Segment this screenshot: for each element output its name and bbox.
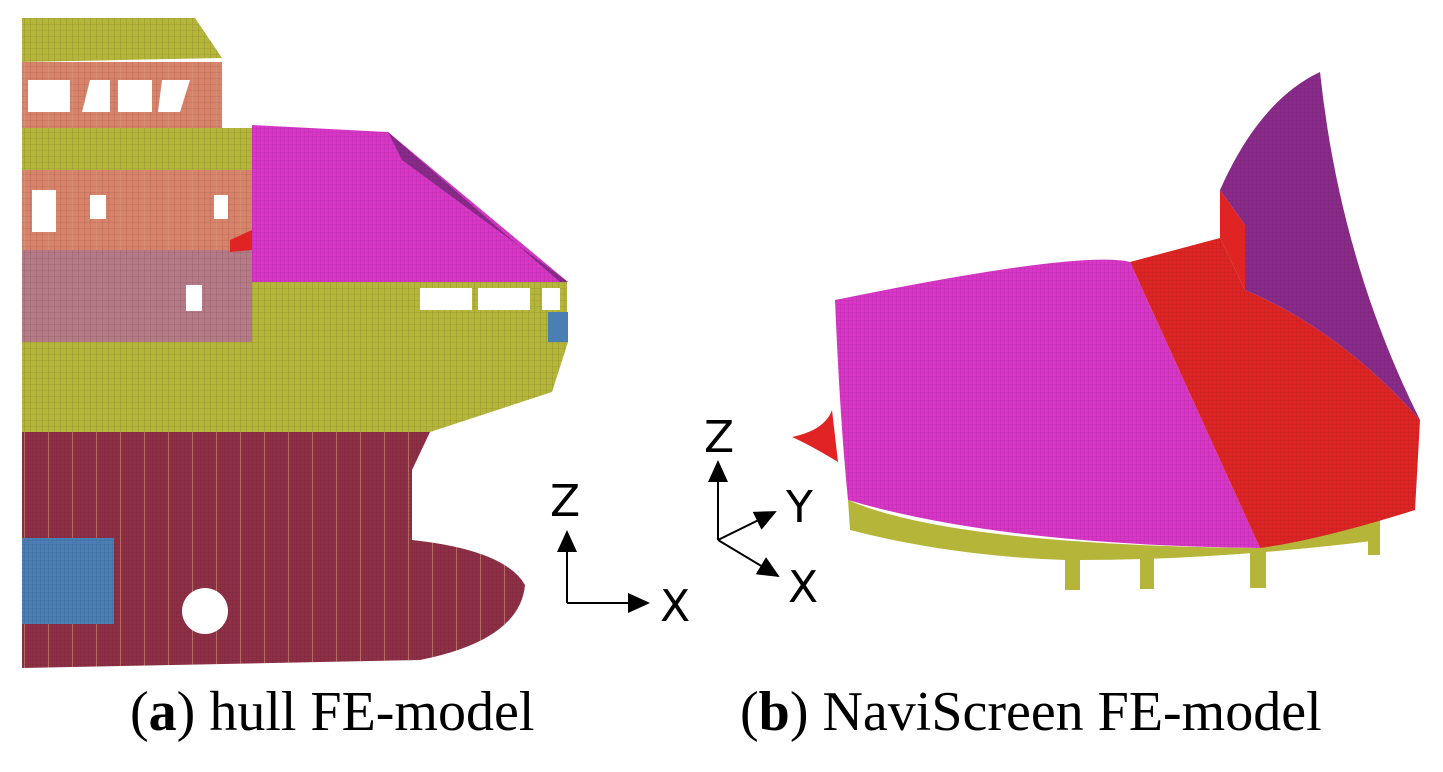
axis-triad-b: Z Y X (704, 412, 818, 613)
caption-a-letter: a (148, 681, 177, 743)
deckhouse-window (214, 195, 228, 219)
caption-a: (a) hull FE-model (130, 681, 535, 743)
hull-fe-model-drawing: Z X (22, 18, 690, 668)
axis-label-x: X (788, 562, 818, 613)
axis-label-z: Z (550, 476, 580, 527)
naviscreen-base (848, 500, 1380, 590)
panel-a-hull-fe-model: Z X (0, 0, 720, 680)
deckhouse-window (32, 190, 56, 232)
caption-b-letter: b (758, 681, 790, 743)
bridge-window (158, 80, 190, 112)
bridge-window (28, 80, 70, 112)
bow-thruster-opening (182, 588, 228, 634)
caption-a-text: hull FE-model (209, 681, 535, 743)
superstructure-window (420, 288, 472, 310)
axis-label-x: X (660, 581, 690, 632)
bridge-window (82, 80, 110, 112)
superstructure-window (542, 288, 560, 310)
naviscreen-fin-red (1220, 190, 1245, 290)
axis-label-y: Y (785, 482, 813, 533)
caption-b-text: NaviScreen FE-model (822, 681, 1322, 743)
superstructure-window (478, 288, 530, 310)
axis-label-z: Z (704, 412, 734, 463)
axis-triad-a: Z X (550, 476, 690, 632)
panel-b-naviscreen-fe-model: Z Y X (700, 0, 1443, 680)
caption-b: (b) NaviScreen FE-model (740, 681, 1322, 743)
deckhouse-window (90, 195, 106, 219)
naviscreen-fe-model-drawing: Z Y X (704, 72, 1420, 613)
lower-deckhouse-window (186, 285, 202, 311)
bridge-window (118, 80, 152, 112)
